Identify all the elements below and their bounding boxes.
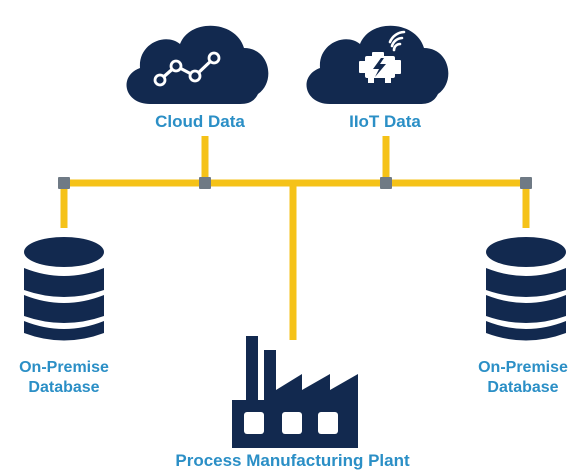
left-db-label-line2: Database [28,379,100,396]
left-db-label-line1: On-Premise [19,359,109,376]
cloud-data-label: Cloud Data [155,112,245,131]
junction-cloud [199,177,211,189]
cloud-engine-wireless-icon [306,25,449,104]
right-db-label-line2: Database [487,379,559,396]
connector-lines [60,136,530,340]
cloud-line-chart-icon [126,25,269,104]
junction-iiot [380,177,392,189]
junction-left [58,177,70,189]
plant-label: Process Manufacturing Plant [175,451,410,470]
right-db-label-line1: On-Premise [478,359,568,376]
database-icon [486,237,566,341]
iiot-data-label: IIoT Data [349,112,421,131]
junction-nodes [58,177,532,189]
database-icon [24,237,104,341]
junction-right [520,177,532,189]
factory-icon [232,336,358,448]
